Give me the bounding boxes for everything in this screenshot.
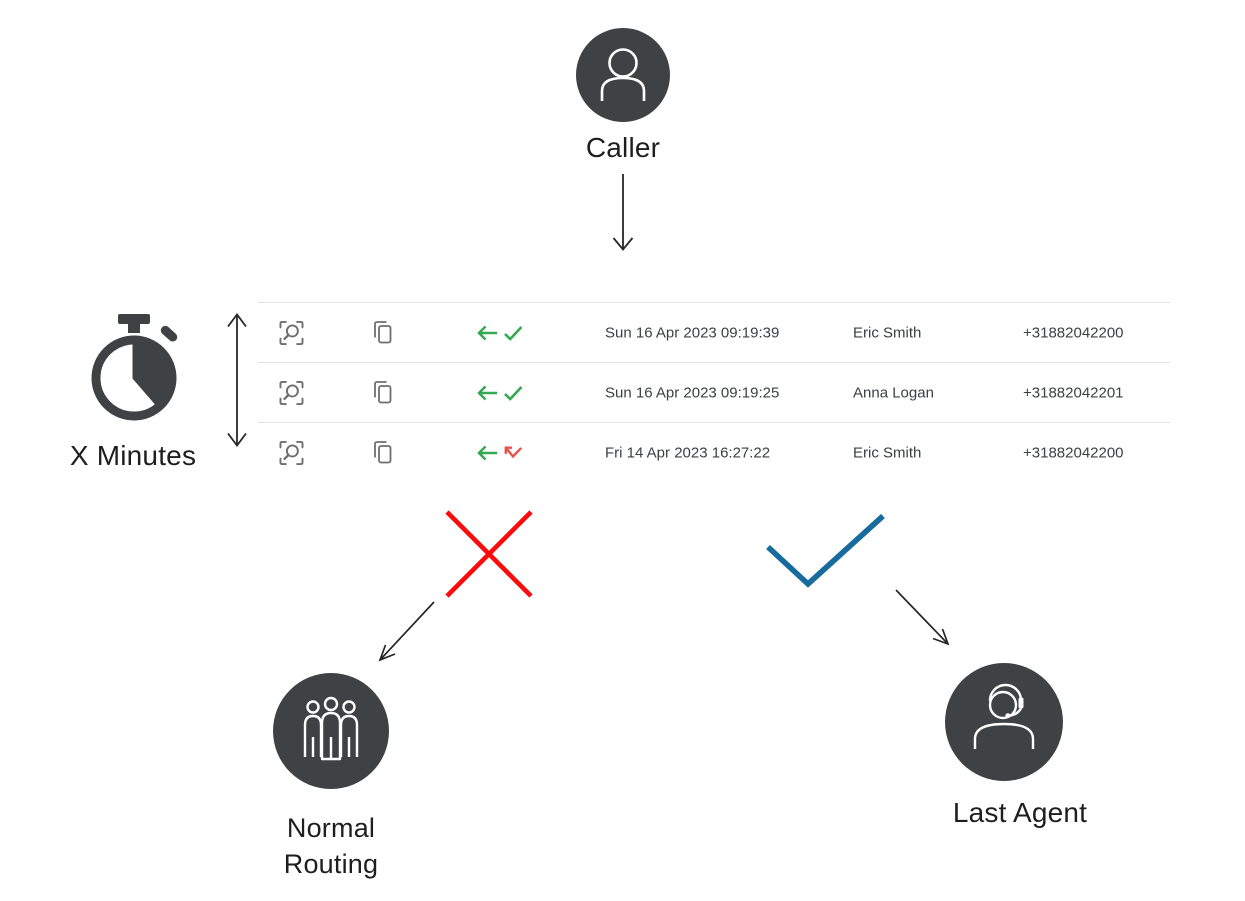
answered-call-icon	[503, 384, 524, 401]
caller-name: Anna Logan	[853, 384, 934, 401]
timer-label: X Minutes	[69, 440, 197, 471]
incoming-call-icon	[475, 445, 499, 461]
normal-routing-label: Normal Routing	[283, 813, 379, 879]
caller-number: +31882042201	[1023, 384, 1124, 401]
caller-name: Eric Smith	[853, 444, 922, 461]
to-normal-routing-arrow-icon	[372, 598, 442, 668]
call-log: Sun 16 Apr 2023 09:19:39 Eric Smith +318…	[258, 302, 1170, 482]
inspect-call-icon[interactable]	[278, 319, 305, 346]
copy-icon[interactable]	[372, 380, 394, 405]
to-last-agent-arrow-icon	[888, 584, 960, 664]
incoming-call-icon	[475, 385, 499, 401]
people-group-icon	[273, 673, 389, 789]
person-icon	[576, 28, 670, 122]
caller-to-log-arrow-icon	[608, 172, 638, 257]
stopwatch-icon	[82, 314, 186, 424]
answered-call-icon	[503, 324, 524, 341]
call-log-row[interactable]: Fri 14 Apr 2023 16:27:22 Eric Smith +318…	[258, 422, 1170, 482]
caller-number: +31882042200	[1023, 444, 1124, 461]
incoming-call-icon	[475, 325, 499, 341]
call-log-row[interactable]: Sun 16 Apr 2023 09:19:39 Eric Smith +318…	[258, 302, 1170, 362]
call-log-row[interactable]: Sun 16 Apr 2023 09:19:25 Anna Logan +318…	[258, 362, 1170, 422]
accept-check-icon	[762, 508, 890, 590]
missed-call-icon	[503, 444, 524, 461]
agent-headset-icon	[945, 663, 1063, 781]
caller-label: Caller	[585, 132, 661, 163]
inspect-call-icon[interactable]	[278, 379, 305, 406]
caller-node	[576, 28, 670, 122]
caller-name: Eric Smith	[853, 324, 922, 341]
caller-number: +31882042200	[1023, 324, 1124, 341]
normal-routing-node	[273, 673, 389, 789]
copy-icon[interactable]	[372, 440, 394, 465]
call-datetime: Sun 16 Apr 2023 09:19:25	[605, 384, 780, 401]
call-datetime: Fri 14 Apr 2023 16:27:22	[605, 444, 771, 461]
time-range-arrow-icon	[222, 310, 252, 450]
copy-icon[interactable]	[372, 320, 394, 345]
reject-cross-icon	[442, 507, 536, 601]
inspect-call-icon[interactable]	[278, 439, 305, 466]
call-datetime: Sun 16 Apr 2023 09:19:39	[605, 324, 780, 341]
last-agent-node	[945, 663, 1063, 781]
last-agent-label: Last Agent	[952, 797, 1088, 828]
